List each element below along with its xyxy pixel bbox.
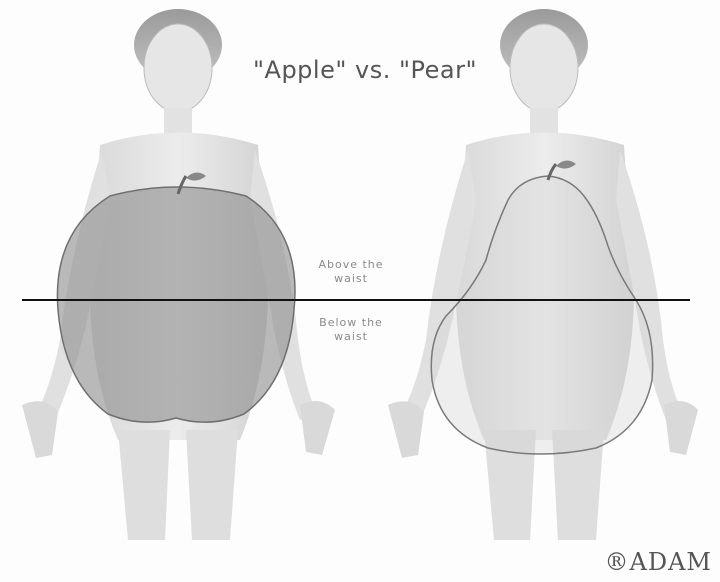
apple-shape bbox=[57, 172, 295, 422]
adam-logo: ®ADAM bbox=[605, 548, 712, 576]
right-hand-left bbox=[388, 401, 424, 458]
left-hand-left bbox=[22, 401, 58, 458]
above-waist-label: Above the waist bbox=[306, 258, 396, 286]
below-waist-label: Below the waist bbox=[306, 316, 396, 344]
right-hand-right bbox=[664, 401, 698, 455]
left-leg-left bbox=[118, 430, 170, 540]
apple-body bbox=[57, 187, 295, 422]
left-hand-right bbox=[300, 401, 335, 455]
page-title: "Apple" vs. "Pear" bbox=[200, 56, 530, 84]
left-leg-right bbox=[186, 430, 238, 540]
